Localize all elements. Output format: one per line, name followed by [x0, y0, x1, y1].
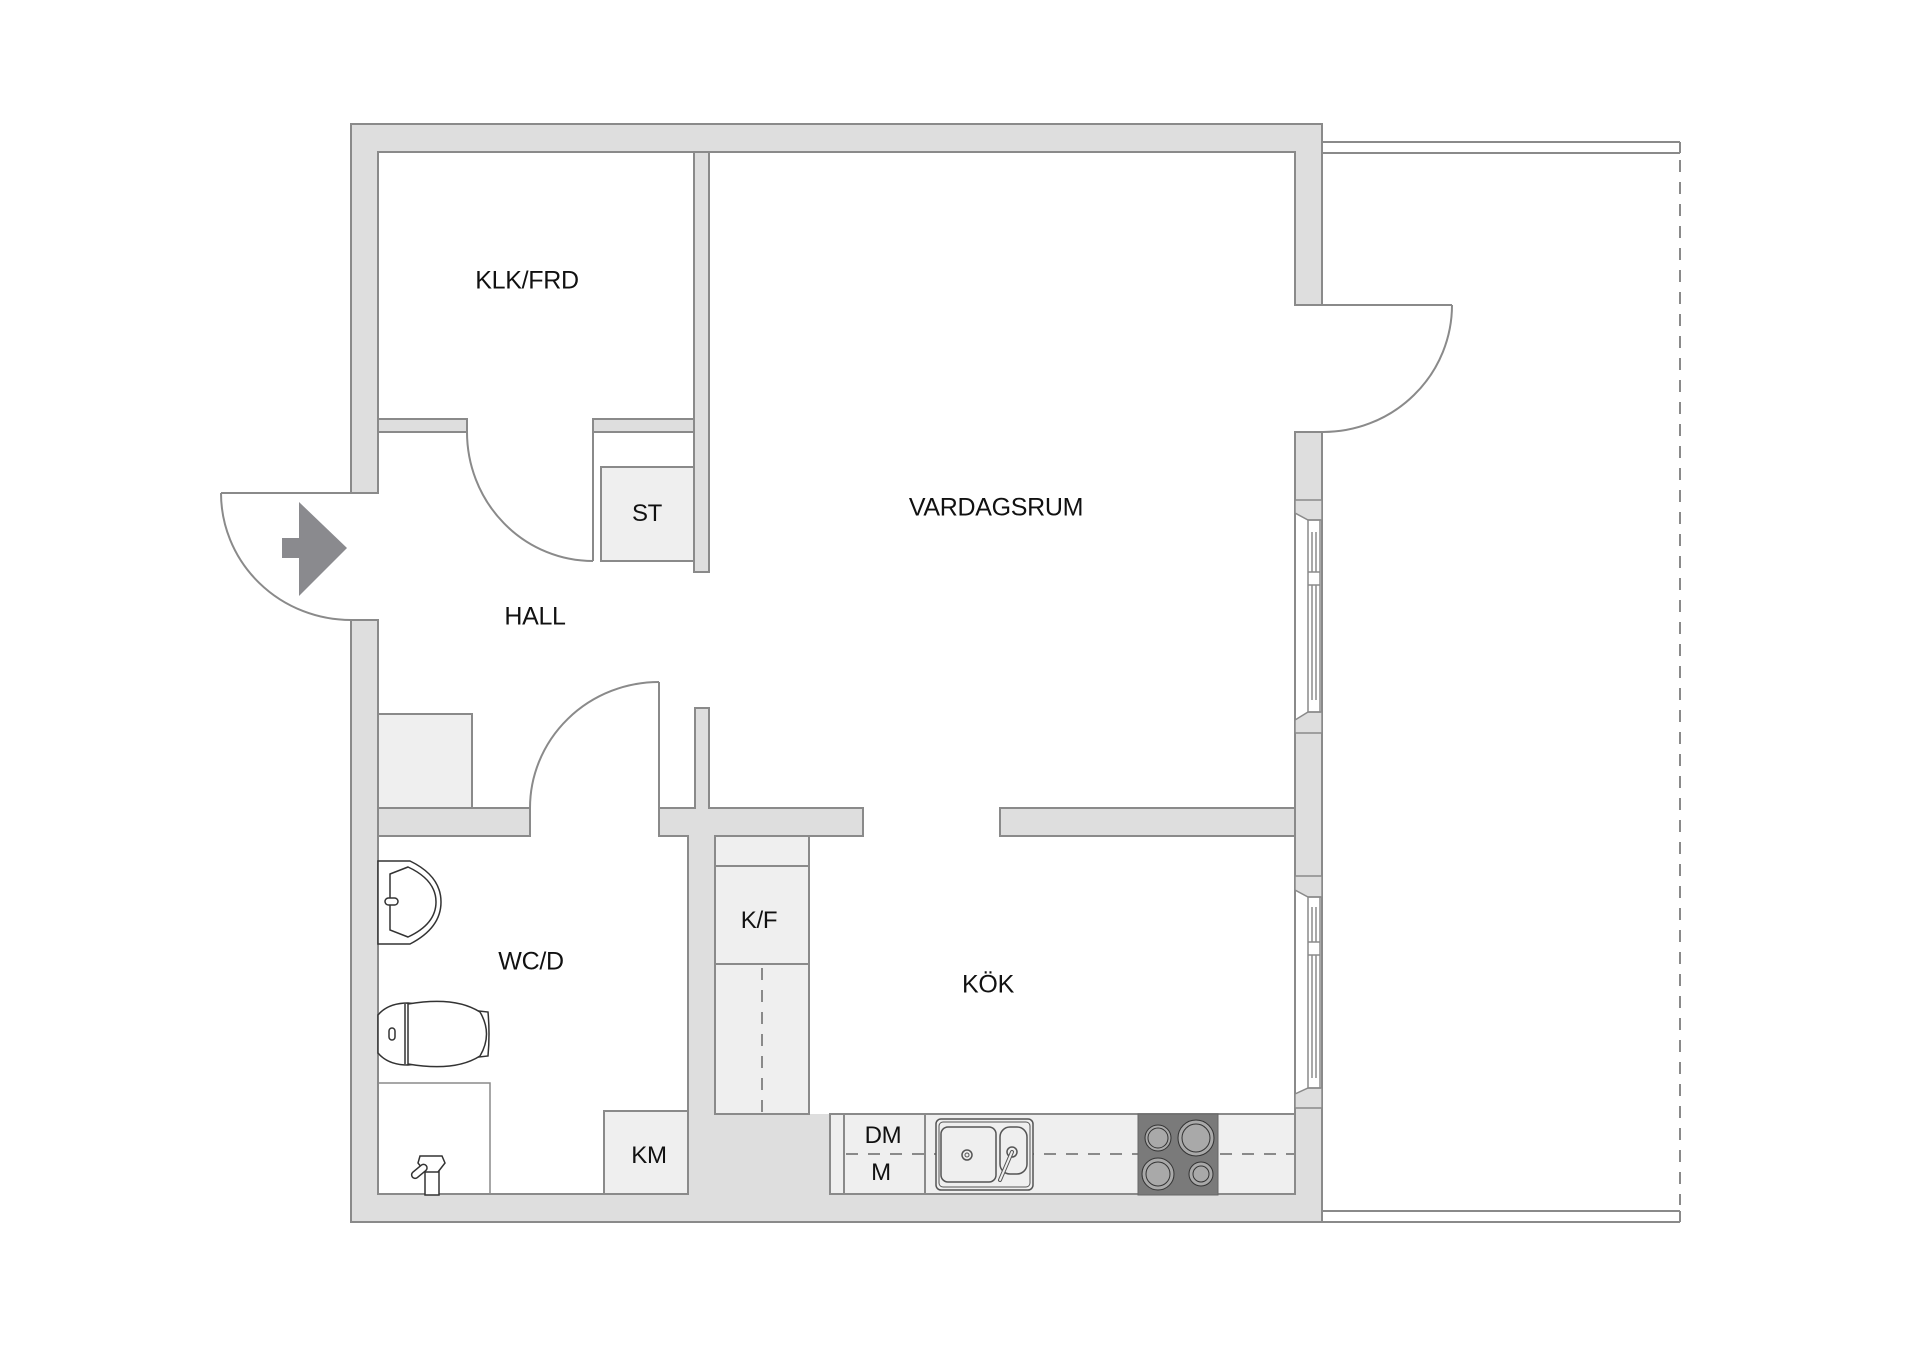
toilet-icon	[377, 1000, 490, 1068]
entrance-arrow-icon	[282, 502, 347, 596]
window-kitchen[interactable]	[1294, 875, 1323, 1109]
interior-walls	[377, 151, 1296, 1195]
room-label-wc-d: WC/D	[498, 947, 564, 976]
fixture-label-km: KM	[631, 1142, 667, 1169]
terrace	[1322, 141, 1681, 1223]
fixture-label-m: M	[871, 1159, 891, 1186]
room-label-hall: HALL	[504, 602, 566, 631]
room-label-klk-frd: KLK/FRD	[475, 266, 579, 295]
kitchen-sink-icon	[935, 1118, 1034, 1191]
fridge-freezer-column	[714, 835, 810, 1115]
closet-door[interactable]	[466, 431, 594, 562]
window-living[interactable]	[1294, 499, 1323, 734]
room-label-kok: KÖK	[962, 970, 1014, 999]
wc-door[interactable]	[529, 681, 660, 809]
washbasin-icon	[377, 860, 442, 945]
hall-cabinet	[377, 713, 473, 809]
room-label-vardagsrum: VARDAGSRUM	[908, 493, 1084, 522]
storage-cabinet	[600, 466, 695, 562]
balcony-door[interactable]	[1295, 304, 1453, 434]
fixture-label-st: ST	[631, 500, 663, 527]
stove-icon	[1137, 1113, 1219, 1196]
km-cabinet	[603, 1110, 689, 1195]
shower-icon	[378, 1082, 491, 1196]
entrance-door[interactable]	[220, 492, 352, 621]
fixture-label-k-f: K/F	[740, 907, 778, 934]
fixture-label-dm: DM	[864, 1122, 902, 1149]
